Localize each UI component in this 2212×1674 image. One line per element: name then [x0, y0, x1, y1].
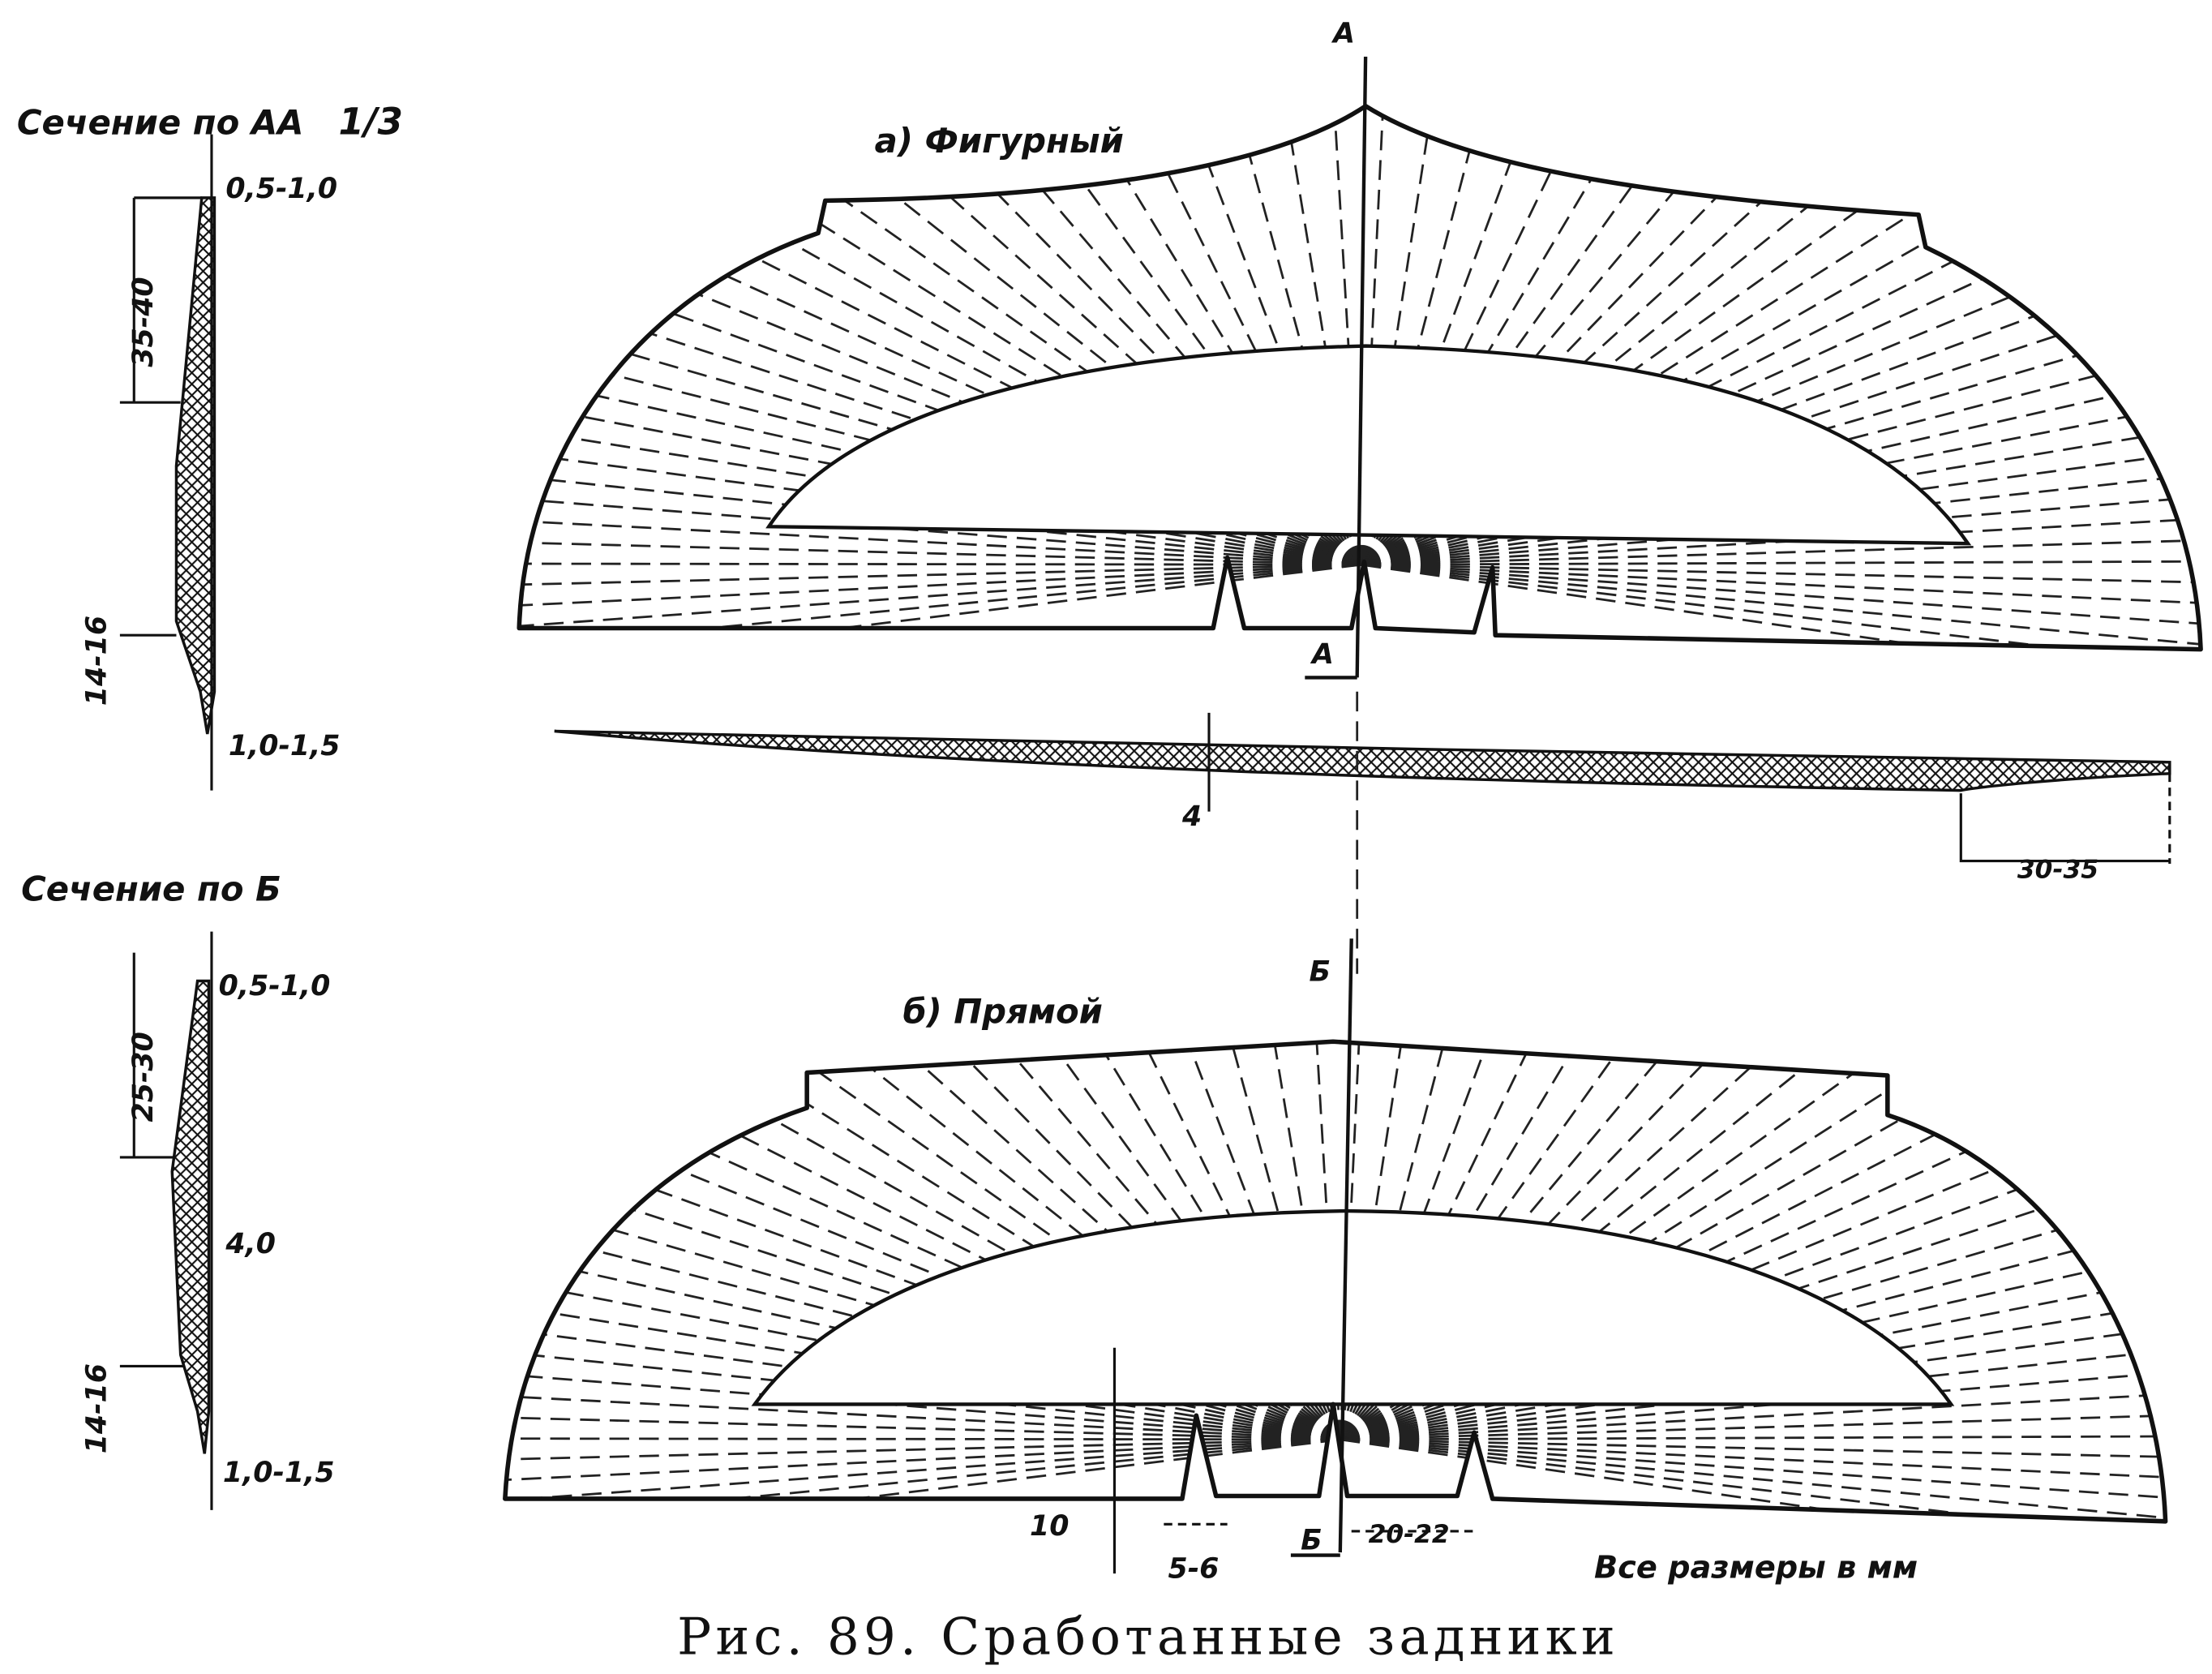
hatch-line	[519, 563, 1361, 595]
section-aa-dim-bottom: 1,0-1,5	[229, 730, 341, 762]
hatch-line	[504, 1260, 1341, 1441]
hatch-line	[1361, 563, 2201, 624]
axis-b-line	[1338, 938, 1353, 1553]
hatch-line	[504, 1438, 1340, 1470]
section-bb-dim-top: 0,5-1,0	[219, 970, 331, 1002]
hatch-line	[504, 1182, 1341, 1441]
hatch-line	[519, 563, 1362, 650]
hatch-line	[519, 563, 1361, 627]
notch-dim: 5-6	[1168, 1552, 1220, 1585]
thickness-dim: 4	[1181, 801, 1202, 833]
section-aa-dim-top: 0,5-1,0	[225, 173, 337, 205]
figure-a-title: а) Фигурный	[875, 121, 1124, 161]
hatch-line	[504, 1376, 1340, 1441]
hatch-line	[1340, 1438, 2166, 1522]
axis-a-top-label: А	[1331, 17, 1355, 49]
section-bb-dim-height: 25-30	[127, 1032, 160, 1122]
section-bb-dim-bottom: 1,0-1,5	[223, 1457, 335, 1489]
figure-a-inner-cutout	[765, 344, 1972, 546]
hatch-line	[1361, 563, 2201, 650]
hatch-line	[519, 563, 1362, 650]
hatch-line	[519, 531, 1361, 566]
units-note: Все размеры в мм	[1594, 1549, 1918, 1586]
hatch-line	[1361, 528, 2201, 566]
hatch-line	[504, 1317, 1340, 1441]
hatch-line	[1361, 563, 2201, 650]
figure-a-shaped-counter: А А а) Фигурный	[517, 17, 2203, 680]
section-bb-title: Сечение по Б	[21, 869, 281, 908]
hatch-line	[1340, 1438, 2166, 1522]
edge-dim: 30-35	[2017, 855, 2098, 884]
longitudinal-section: 4 30-35	[554, 691, 2171, 974]
section-aa-title: Сечение по АА	[17, 103, 304, 143]
hatch-line	[1340, 1438, 2166, 1498]
hatch-line	[504, 1438, 1340, 1502]
height-dim: 10	[1030, 1510, 1069, 1543]
hatch-line	[504, 1436, 1340, 1441]
axis-b-top-label: Б	[1310, 955, 1331, 988]
hatch-line	[1361, 563, 2201, 650]
section-bb-dim-lower: 14-16	[80, 1363, 113, 1453]
axis-b-bottom-label: Б	[1301, 1525, 1322, 1557]
hatch-line	[504, 1406, 1340, 1441]
hatch-line	[1340, 1372, 2166, 1441]
hatch-line	[519, 501, 1361, 566]
hatch-line	[864, 1041, 1341, 1440]
section-aa: Сечение по АА 1/3 35-40 14-16 0,5-1,0 1,…	[17, 101, 403, 791]
section-aa-dim-height: 35-40	[127, 277, 160, 367]
figure-a-outline	[517, 104, 2203, 652]
figure-b-outline	[503, 1039, 2168, 1524]
section-aa-dim-lower: 14-16	[80, 616, 113, 706]
axis-a-bottom-label: А	[1310, 638, 1334, 671]
hatch-line	[519, 386, 1362, 566]
spacing-dim: 20-22	[1369, 1520, 1450, 1549]
figure-b-title: б) Прямой	[902, 992, 1102, 1032]
axis-a-line	[1355, 56, 1368, 678]
hatch-line	[1361, 303, 2201, 566]
hatch-line	[1361, 563, 2201, 650]
hatch-line	[1340, 1403, 2166, 1441]
section-bb-dim-middle: 4,0	[225, 1228, 276, 1260]
figure-b-straight-counter: Б Б б) Прямой 10 5-6 20-22 Все размеры в…	[503, 938, 2168, 1586]
hatch-line	[504, 1438, 1340, 1522]
section-bb: Сечение по Б 25-30 14-16 0,5-1,0 4,0 1,0…	[21, 869, 335, 1510]
section-aa-scale: 1/3	[339, 101, 403, 144]
hatch-line	[1361, 439, 2201, 566]
hatch-line	[1361, 468, 2201, 566]
figure-caption: Рис. 89. Сработанные задники	[677, 1607, 1619, 1666]
hatch-line	[519, 471, 1362, 566]
hatch-line	[1340, 1343, 2166, 1441]
hatch-line	[1340, 1438, 2166, 1522]
hatch-line	[519, 442, 1362, 566]
hatch-line	[519, 307, 1362, 566]
hatch-line	[519, 562, 1361, 566]
hatch-line	[1339, 1041, 1811, 1440]
hatch-line	[504, 1289, 1340, 1441]
hatch-line	[504, 1346, 1340, 1441]
hatch-line	[1340, 1258, 2166, 1441]
hatch-line	[519, 414, 1362, 566]
